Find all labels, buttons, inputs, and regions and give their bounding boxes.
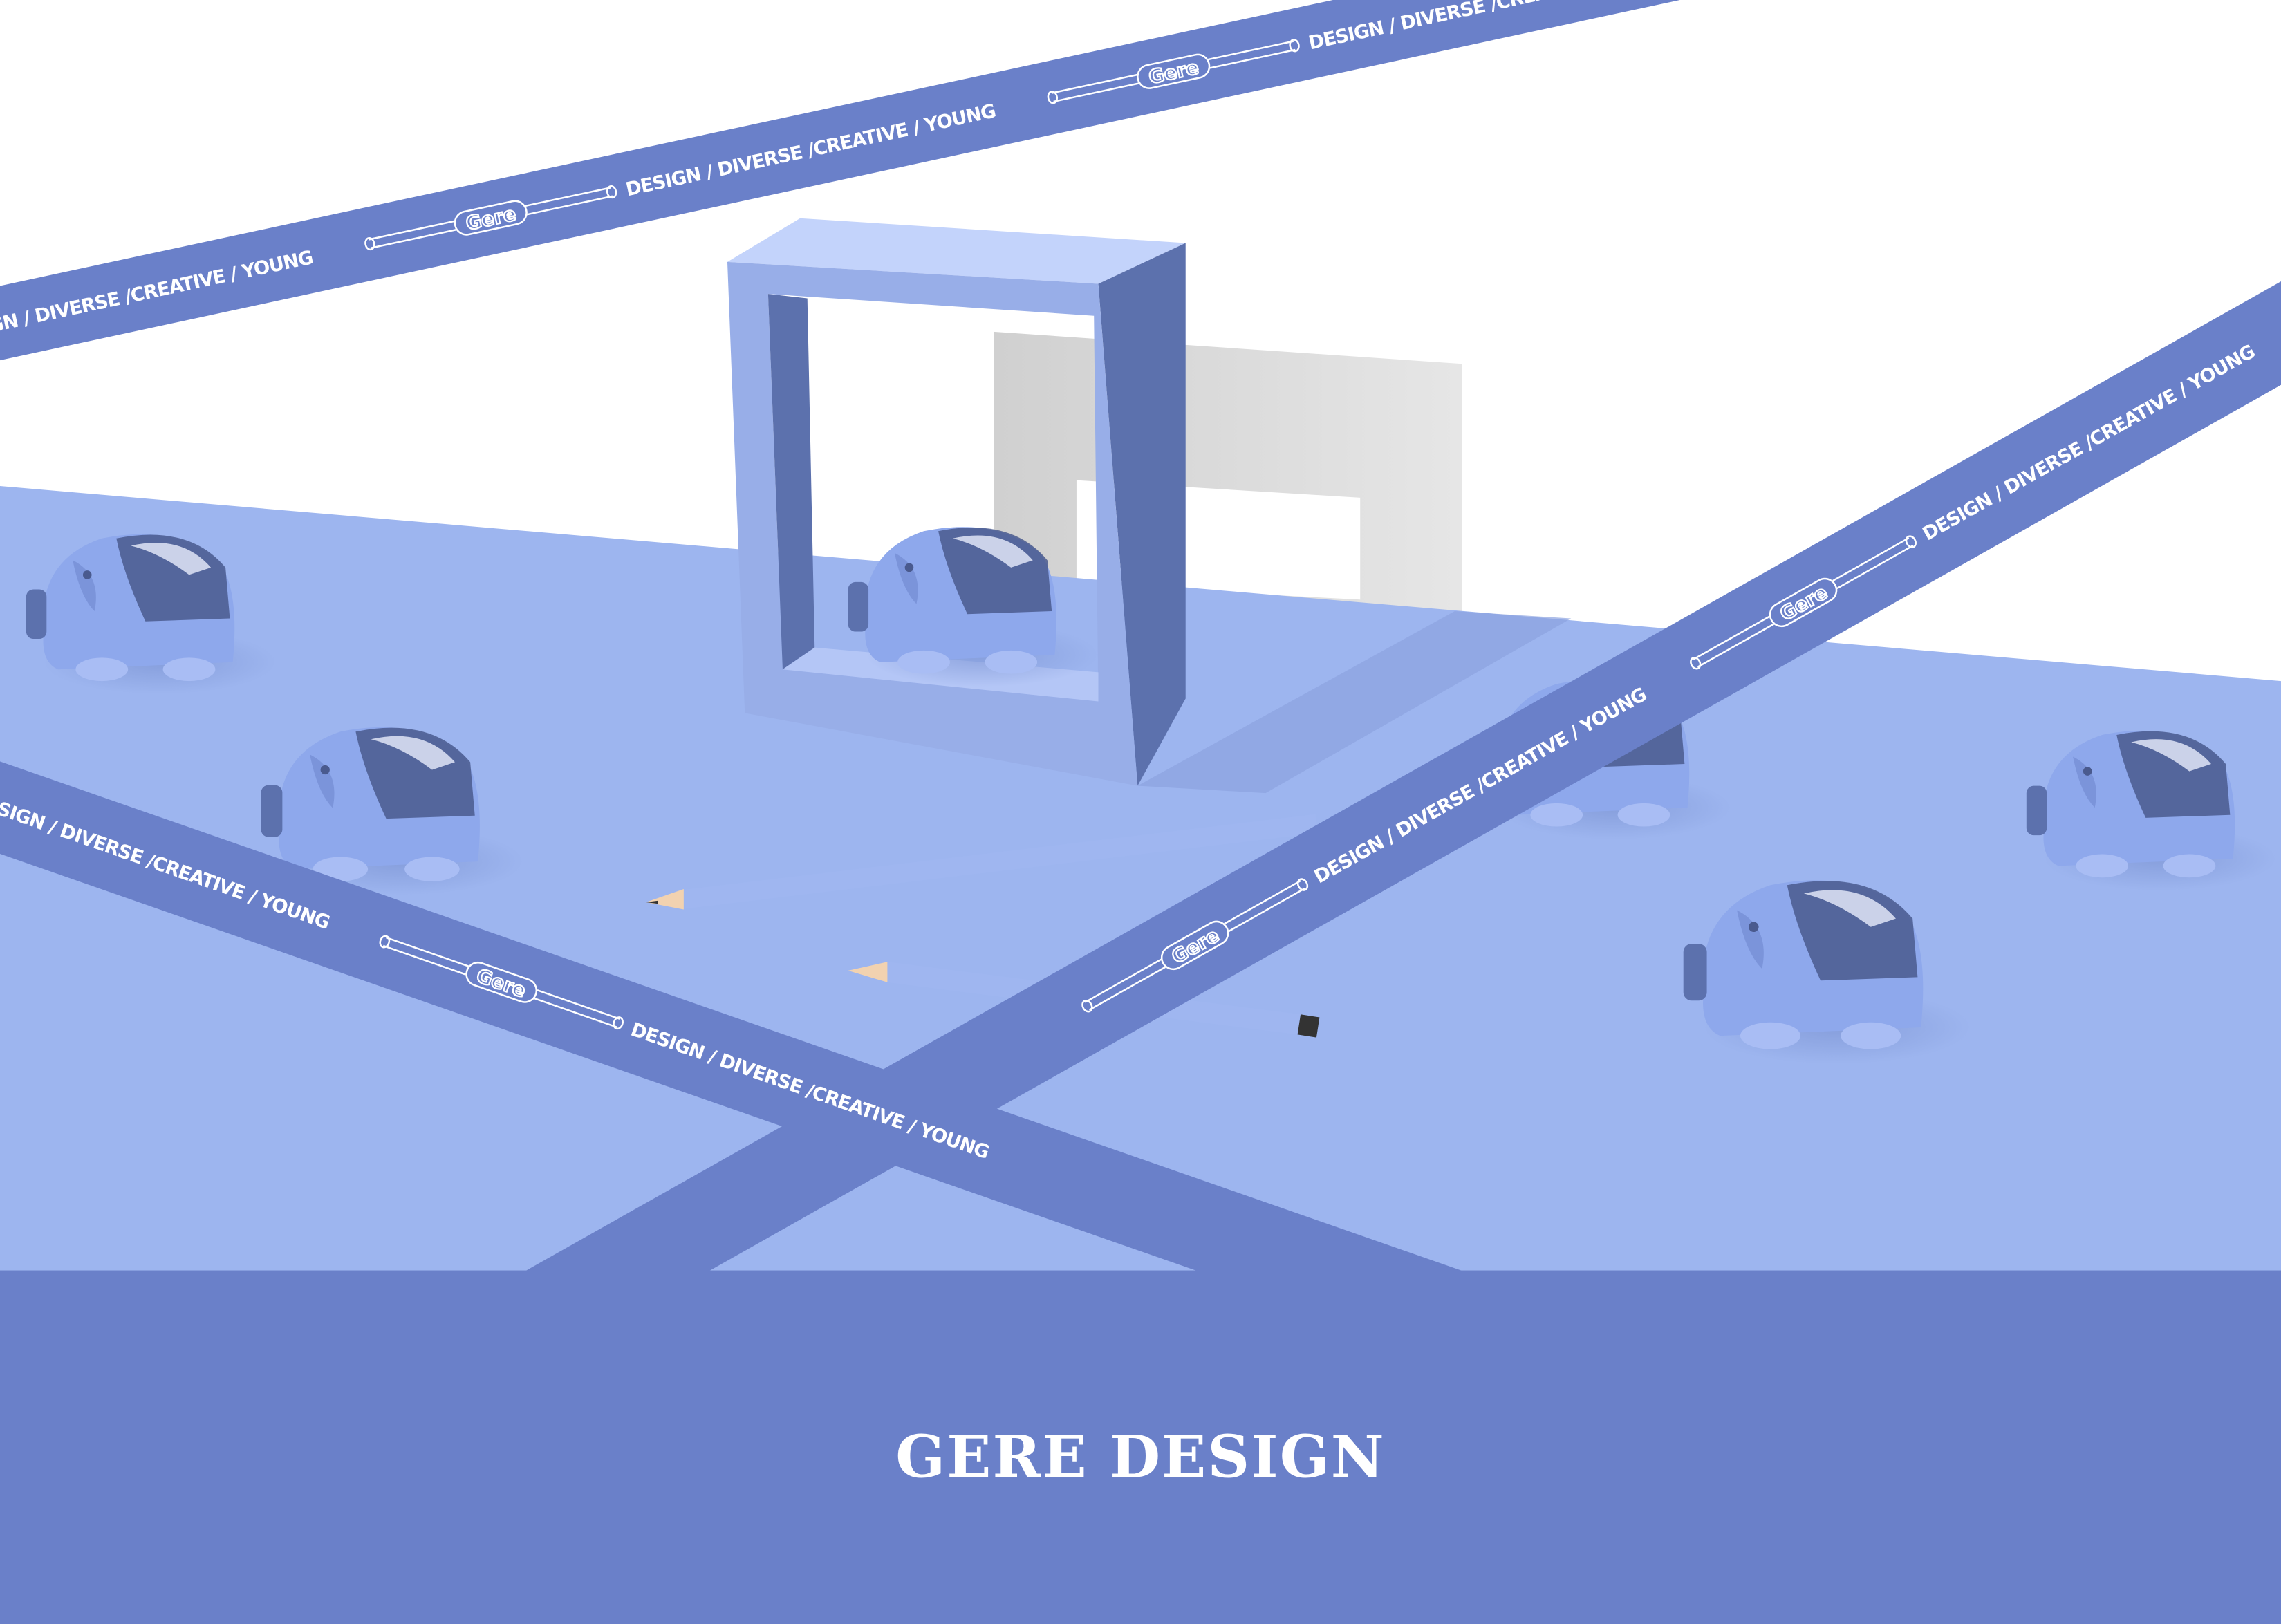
frame-inner-left	[767, 294, 815, 670]
ribbon-band	[0, 0, 2141, 481]
elephant-sharpener	[261, 727, 524, 895]
elephant-sharpener	[848, 527, 1099, 687]
elephant-sharpener	[1683, 880, 1971, 1065]
bottom-band	[0, 1270, 2281, 1624]
pencil-long	[646, 814, 1318, 910]
elephant-sharpener	[2026, 730, 2277, 891]
elephant-sharpener	[26, 534, 277, 695]
frame-floor-shadow	[1137, 611, 1572, 794]
poster-title: GERE DESIGN	[895, 1422, 1385, 1491]
frame-front-face	[727, 261, 1138, 786]
frame-top-face	[727, 218, 1186, 284]
display-frame	[727, 218, 1186, 786]
frame-side-face	[1098, 243, 1186, 786]
ribbon-band	[89, 0, 2281, 1596]
